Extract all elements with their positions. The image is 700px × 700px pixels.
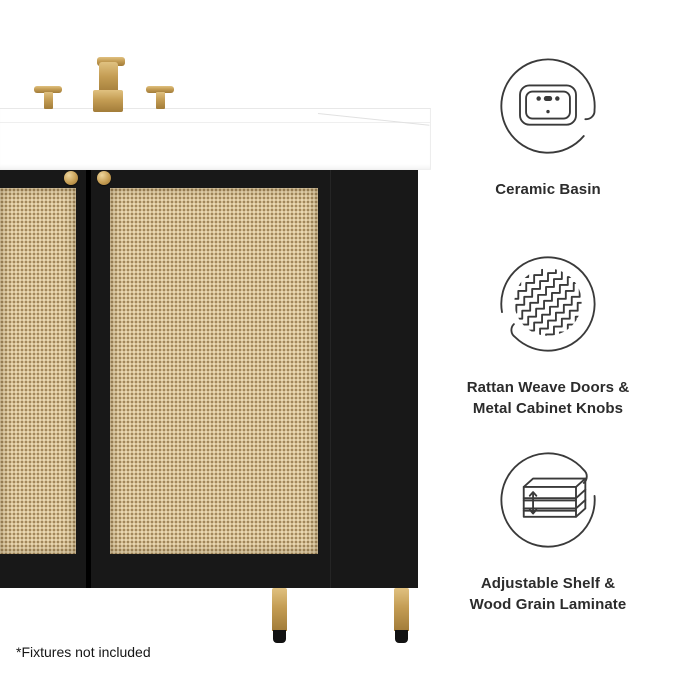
feature-label: Adjustable Shelf & Wood Grain Laminate	[469, 575, 627, 613]
ceramic-basin-top	[0, 108, 431, 170]
door-gap	[86, 168, 91, 588]
faucet-handle-right-stem	[156, 92, 165, 109]
basin-edge-line	[0, 122, 430, 123]
adjustable-shelf-icon	[500, 452, 596, 548]
feature-label: Rattan Weave Doors & Metal Cabinet Knobs	[466, 379, 630, 417]
faucet-spout-base	[93, 90, 123, 112]
vanity-leg-right	[394, 588, 409, 631]
sink-rim-line	[317, 113, 430, 126]
cabinet-knob-right	[97, 171, 111, 185]
rattan-weave-icon	[500, 256, 596, 352]
cabinet-knob-left	[64, 171, 78, 185]
faucet-spout-cap	[97, 57, 125, 66]
faucet-handle-left-stem	[44, 92, 53, 109]
faucet-handle-left	[34, 86, 62, 93]
feature-label: Ceramic Basin	[495, 181, 601, 198]
feature-item-rattan-weave: Rattan Weave Doors & Metal Cabinet Knobs	[452, 248, 644, 419]
vanity-leg-left	[272, 588, 287, 631]
faucet-spout	[99, 62, 118, 94]
rattan-door-panel-right	[110, 188, 318, 554]
cabinet-side-seam	[330, 168, 331, 588]
feature-item-adjustable-shelf: Adjustable Shelf & Wood Grain Laminate	[452, 444, 644, 615]
rattan-door-panel-left	[0, 188, 76, 554]
faucet-handle-right	[146, 86, 174, 93]
footnote: *Fixtures not included	[16, 644, 151, 660]
vanity-cabinet	[0, 168, 418, 588]
vanity-foot-right	[395, 630, 408, 643]
vanity-foot-left	[273, 630, 286, 643]
feature-item-ceramic-basin: Ceramic Basin	[452, 50, 644, 201]
ceramic-basin-icon	[500, 58, 596, 154]
